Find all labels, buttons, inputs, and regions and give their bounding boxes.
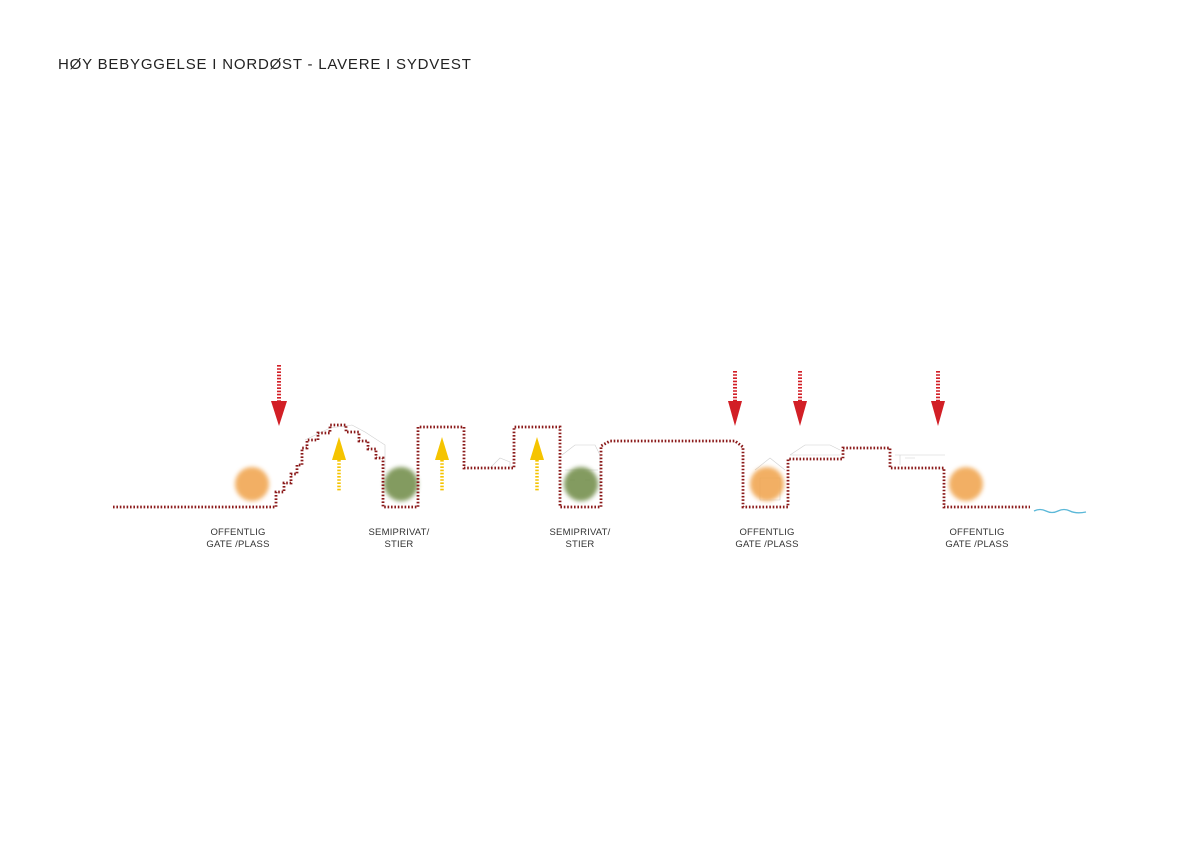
- zone-label-line: GATE /PLASS: [945, 539, 1009, 550]
- zone-label-public: OFFENTLIG GATE /PLASS: [178, 527, 298, 551]
- zone-label-semiprivate: SEMIPRIVAT/ STIER: [339, 527, 459, 551]
- public-zone-circle: [750, 467, 784, 501]
- zone-label-public: OFFENTLIG GATE /PLASS: [707, 527, 827, 551]
- zone-label-line: OFFENTLIG: [739, 527, 795, 538]
- red-down-arrow-icon: [793, 371, 807, 426]
- red-down-arrow-icon: [271, 365, 287, 426]
- page-title: HØY BEBYGGELSE I NORDØST - LAVERE I SYDV…: [58, 56, 472, 73]
- zone-label-line: GATE /PLASS: [735, 539, 799, 550]
- ghost-building: [304, 424, 386, 470]
- public-zone-circle: [949, 467, 983, 501]
- red-down-arrow-icon: [728, 371, 742, 426]
- yellow-arrows: [332, 437, 544, 491]
- zone-label-line: SEMIPRIVAT/: [368, 527, 430, 538]
- zone-label-line: SEMIPRIVAT/: [549, 527, 611, 538]
- section-line: [113, 423, 1030, 509]
- zone-circles: [235, 467, 983, 501]
- zone-label-line: GATE /PLASS: [206, 539, 270, 550]
- zone-label-line: STIER: [565, 539, 595, 550]
- red-down-arrow-icon: [931, 371, 945, 426]
- zone-label-line: OFFENTLIG: [210, 527, 266, 538]
- zone-label-line: OFFENTLIG: [949, 527, 1005, 538]
- public-zone-circle: [235, 467, 269, 501]
- zone-label-line: STIER: [384, 539, 414, 550]
- zone-label-public: OFFENTLIG GATE /PLASS: [917, 527, 1037, 551]
- semiprivate-zone-circle: [564, 467, 598, 501]
- ghost-building: [789, 444, 841, 456]
- ghost-building: [895, 454, 945, 465]
- yellow-up-arrow-icon: [435, 437, 449, 491]
- yellow-up-arrow-icon: [332, 437, 346, 491]
- yellow-up-arrow-icon: [530, 437, 544, 491]
- zone-label-semiprivate: SEMIPRIVAT/ STIER: [520, 527, 640, 551]
- red-arrows: [271, 365, 945, 426]
- water-wave-icon: [1033, 508, 1087, 514]
- ghost-buildings: [304, 424, 945, 501]
- semiprivate-zone-circle: [384, 467, 418, 501]
- ghost-building: [489, 457, 511, 469]
